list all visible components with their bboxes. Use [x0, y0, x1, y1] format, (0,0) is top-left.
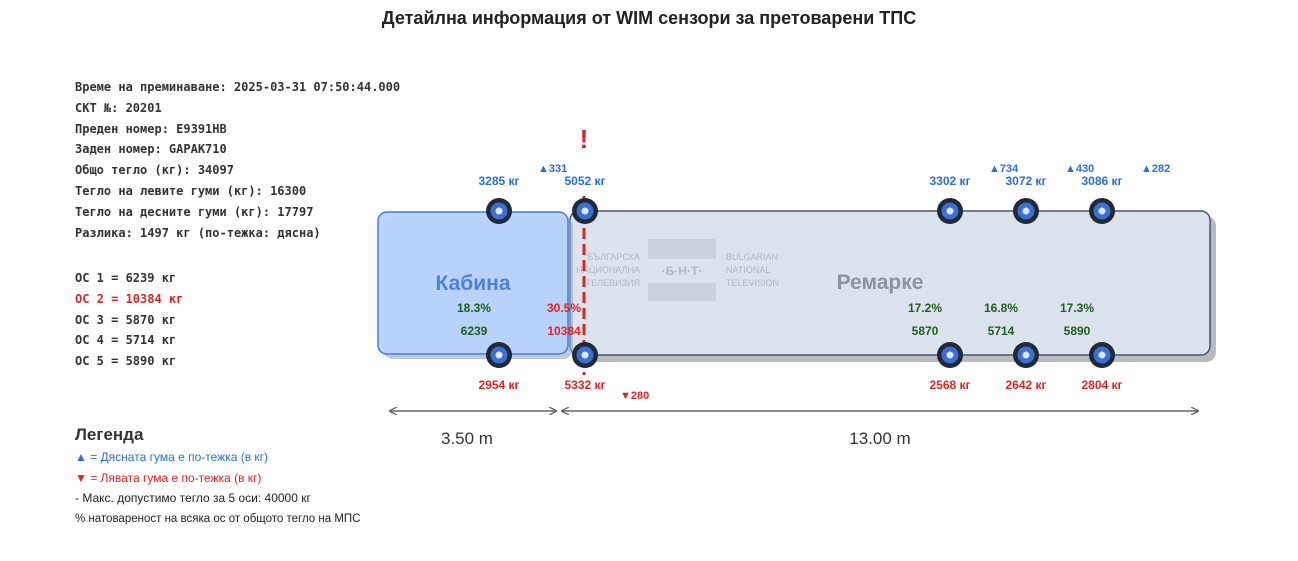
info-right-weight: Тегло на десните гуми (кг): 17797 — [75, 204, 314, 219]
cab-label: Кабина — [436, 272, 511, 295]
axle-2-difference: ▼280 — [620, 390, 649, 402]
axle-4-difference: ▲430 — [1065, 163, 1094, 175]
legend-percent-note: % натовареност на всяка ос от общото тег… — [75, 512, 361, 525]
vehicle-info: Време на преминаване: 2025-03-31 07:50:4… — [75, 77, 400, 243]
axle-1-percent: 18.3% — [457, 301, 491, 315]
axle-1-difference: ▲331 — [538, 163, 567, 175]
info-left-weight: Тегло на левите гуми (кг): 16300 — [75, 183, 307, 198]
axle-5-right-weight: 3086 кг — [1081, 174, 1122, 188]
info-total-weight: Общо тегло (кг): 34097 — [75, 163, 234, 178]
axle-3-percent: 17.2% — [908, 301, 942, 315]
axle-5-right-wheel-icon-hub — [1098, 207, 1106, 215]
cab-body — [377, 211, 569, 355]
info-station: СКТ №: 20201 — [75, 100, 162, 115]
axle-3-right-weight: 3302 кг — [929, 174, 970, 188]
axle-5-left-weight: 2804 кг — [1081, 378, 1122, 392]
watermark-bar-bottom — [648, 283, 716, 301]
axle-2-load: 10384 — [547, 324, 581, 338]
axle-4-left-weight: 2642 кг — [1005, 378, 1046, 392]
axle-1-left-wheel-icon-hub — [495, 351, 503, 359]
watermark-left-3: ТЕЛЕВИЗИЯ — [586, 278, 640, 288]
axle-1-right-weight: 3285 кг — [478, 174, 519, 188]
legend: Легенда ▲ = Дясната гума е по-тежка (в к… — [75, 425, 360, 529]
axle-3-weight: ОС 3 = 5870 кг — [75, 312, 177, 327]
info-time: Време на преминаване: 2025-03-31 07:50:4… — [75, 80, 401, 94]
axle-2-right-weight: 5052 кг — [564, 174, 605, 188]
axle-2-right-wheel-icon-hub — [581, 207, 589, 215]
axle-3-load: 5870 — [912, 324, 939, 338]
axle-4-weight: ОС 4 = 5714 кг — [75, 333, 177, 348]
trailer-label: Ремарке — [837, 271, 924, 294]
legend-max-weight: - Макс. допустимо тегло за 5 оси: 40000 … — [75, 491, 311, 505]
axle-4-left-wheel-icon-hub — [1022, 351, 1030, 359]
axle-3-left-weight: 2568 кг — [929, 378, 970, 392]
legend-title: Легенда — [75, 425, 144, 444]
watermark-bar-top — [648, 239, 716, 259]
axle-4-percent: 16.8% — [984, 301, 1018, 315]
axle-1-right-wheel-icon-hub — [495, 207, 503, 215]
watermark-left-2: НАЦИОНАЛНА — [576, 265, 640, 275]
axle-4-load: 5714 — [988, 324, 1015, 338]
axle-5-weight: ОС 5 = 5890 кг — [75, 354, 177, 369]
bnt-watermark: БЪЛГАРСКА НАЦИОНАЛНА ТЕЛЕВИЗИЯ ·Б·Н·Т· B… — [576, 239, 779, 301]
axle-3-left-wheel-icon-hub — [946, 351, 954, 359]
info-front-plate: Преден номер: Е9391НВ — [75, 121, 227, 136]
axle-5-percent: 17.3% — [1060, 301, 1094, 315]
cab-length: 3.50 m — [441, 429, 493, 448]
axle-2-weight: ОС 2 = 10384 кг — [75, 291, 184, 306]
axle-4-right-weight: 3072 кг — [1005, 174, 1046, 188]
trailer-length: 13.00 m — [849, 429, 910, 448]
axle-3-right-wheel-icon-hub — [946, 207, 954, 215]
watermark-center: ·Б·Н·Т· — [662, 264, 703, 278]
axle-3-difference: ▲734 — [989, 163, 1019, 175]
axle-5-left-wheel-icon-hub — [1098, 351, 1106, 359]
watermark-right-3: TELEVISION — [726, 278, 779, 288]
info-difference: Разлика: 1497 кг (по-тежка: дясна) — [75, 225, 321, 240]
legend-right-heavier: ▲ = Дясната гума е по-тежка (в кг) — [75, 450, 269, 464]
info-rear-plate: Заден номер: GAPAK710 — [75, 142, 227, 157]
axle-2-left-wheel-icon-hub — [581, 351, 589, 359]
axle-2-percent: 30.5% — [547, 301, 581, 315]
watermark-left-1: БЪЛГАРСКА — [587, 252, 640, 262]
legend-left-heavier: ▼ = Лявата гума е по-тежка (в кг) — [75, 470, 262, 485]
page-title: Детайлна информация от WIM сензори за пр… — [381, 8, 917, 28]
axle-weights: ОС 1 = 6239 кг ОС 2 = 10384 кг ОС 3 = 58… — [75, 268, 183, 372]
axle-1-weight: ОС 1 = 6239 кг — [75, 271, 177, 285]
axle-1-left-weight: 2954 кг — [478, 378, 519, 392]
watermark-right-2: NATIONAL — [726, 265, 770, 275]
axle-1-load: 6239 — [461, 324, 488, 338]
axle-2-left-weight: 5332 кг — [564, 378, 605, 392]
warning-mark: ! — [580, 124, 589, 154]
axle-4-right-wheel-icon-hub — [1022, 207, 1030, 215]
axle-5-load: 5890 — [1064, 324, 1091, 338]
axle-5-difference: ▲282 — [1141, 163, 1170, 175]
watermark-right-1: BULGARIAN — [726, 252, 778, 262]
